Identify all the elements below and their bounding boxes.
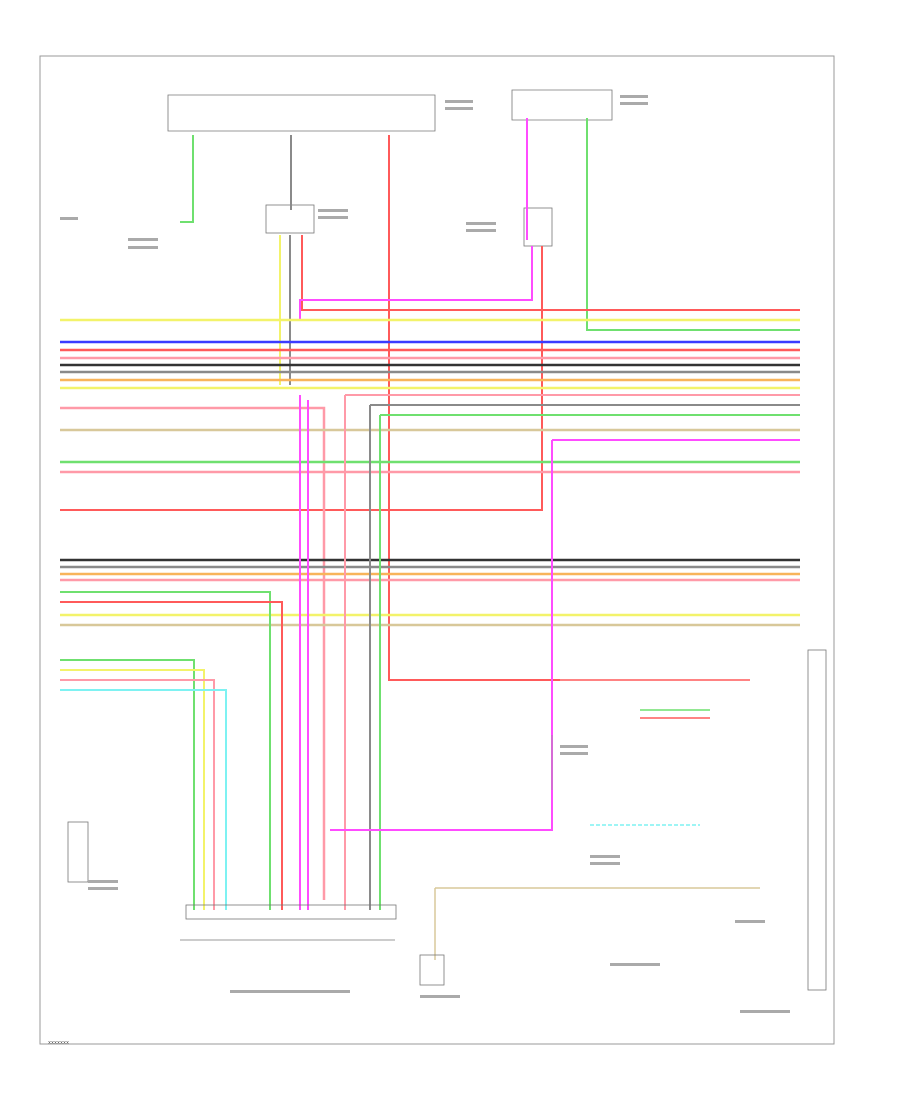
harness-lines [60,318,800,900]
top-wires [60,118,800,681]
lower-right-components [434,679,760,960]
lower-wires [60,394,800,910]
illegible-labels [60,95,790,1013]
diagram-border [39,55,835,1045]
top-fuse-block [167,89,613,247]
lower-connector [67,821,445,986]
right-connector [807,649,827,991]
diagram-code: xxxxxxx [48,1040,70,1046]
